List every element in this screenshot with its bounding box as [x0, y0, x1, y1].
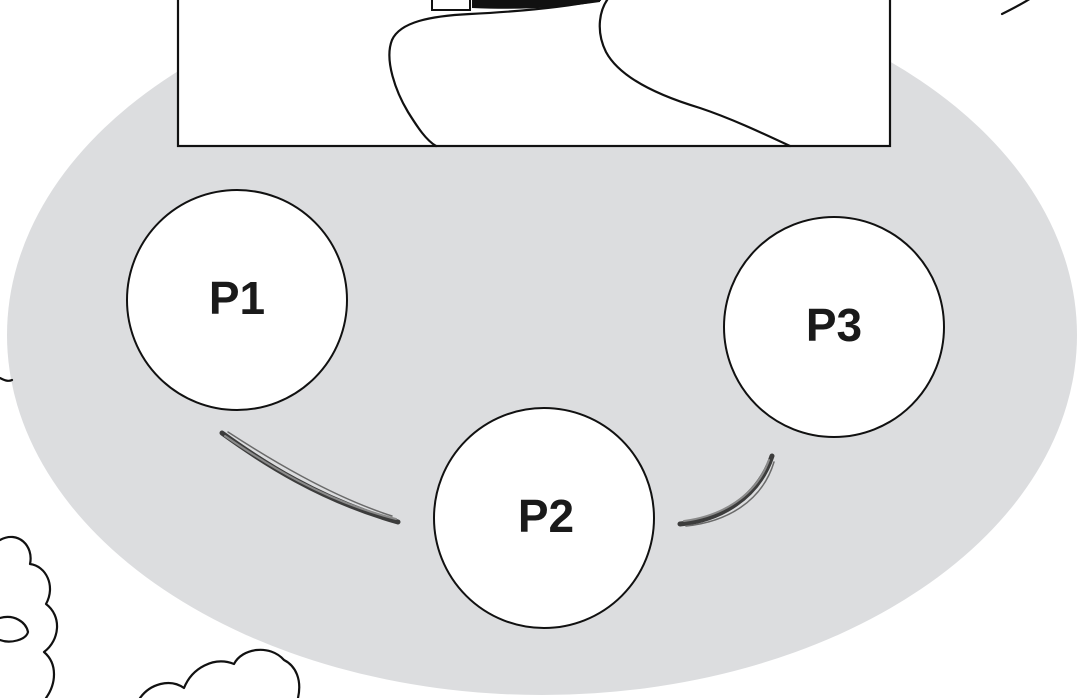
doodle-left-mark: [0, 376, 14, 382]
doodle-top-right: [1000, 0, 1031, 16]
node-p2: P2: [433, 407, 655, 629]
node-p3: P3: [723, 216, 945, 438]
decorative-doodles: [0, 0, 1031, 698]
picture-frame: [176, 0, 892, 148]
hand-sleeve: [431, 0, 471, 11]
connections: [219, 430, 775, 527]
frame-border: [176, 0, 892, 148]
hand-cuff-dark: [472, 0, 600, 9]
hand-finger-right: [598, 0, 792, 148]
node-p3-circle: [723, 216, 945, 438]
link-p1-p2: [219, 430, 401, 525]
hand-finger-left: [388, 0, 602, 148]
node-p2-label: P2: [518, 490, 574, 542]
doodle-cloud: [138, 648, 301, 698]
node-p1-circle: [126, 189, 348, 411]
background-ellipse: [7, 0, 1077, 695]
node-p3-label: P3: [806, 299, 862, 351]
node-p2-circle: [433, 407, 655, 629]
node-p1-label: P1: [209, 272, 265, 324]
node-p1: P1: [126, 189, 348, 411]
doodle-bush: [0, 535, 59, 698]
doodle-bush-inner: [0, 615, 30, 643]
link-p2-p3: [677, 453, 775, 527]
